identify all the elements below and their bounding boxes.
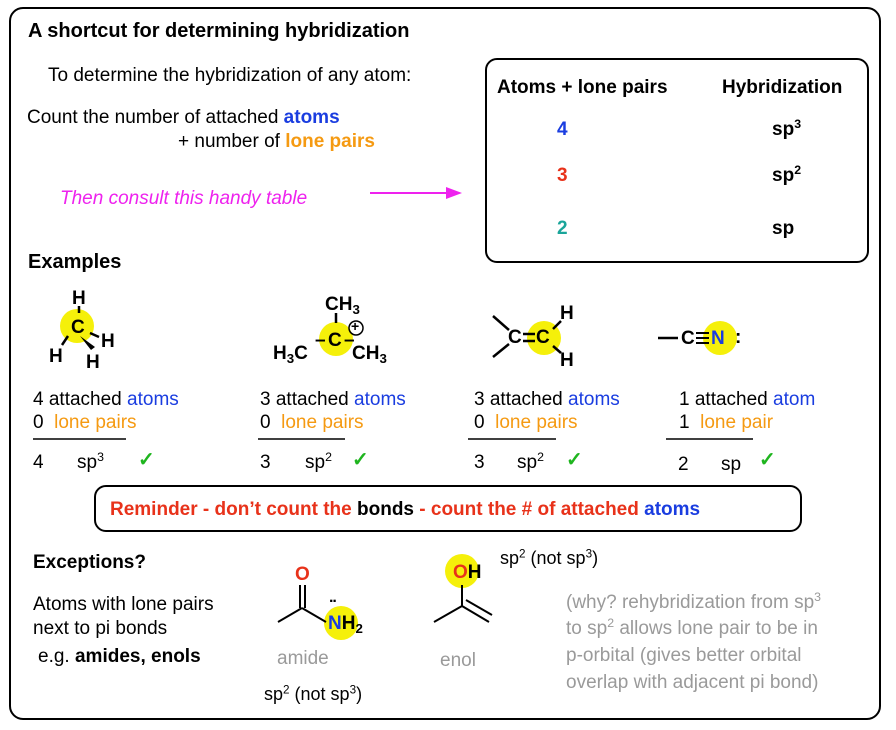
example2-total: 3 (260, 452, 271, 473)
example3-total: 3 (474, 452, 485, 473)
enol-hyb: sp2 (not sp3) (500, 547, 599, 568)
amide-o: O (295, 564, 310, 585)
table-col2-header: Hybridization (722, 77, 843, 98)
example4-check: ✓ (759, 449, 776, 471)
table-row-hyb: sp (772, 218, 795, 239)
nitrile-c: C (681, 328, 695, 349)
methane-bond-left (60, 335, 70, 346)
alkene-bond-h-up (552, 320, 562, 330)
amide-highlight (324, 606, 358, 640)
main-frame (9, 7, 881, 720)
exceptions-line1: Atoms with lone pairs (33, 594, 214, 615)
example1-lone: 0 lone pairs (33, 412, 137, 433)
nitrile-lone-pair: : (735, 327, 742, 348)
example3-lone: 0 lone pairs (474, 412, 578, 433)
example1-hyb: sp3 (77, 450, 104, 473)
cation-highlight (319, 322, 353, 356)
nitrile-n: N (711, 328, 725, 349)
examples-heading: Examples (28, 251, 122, 273)
example4-total: 2 (678, 454, 689, 475)
example3-atoms: 3 attached atoms (474, 389, 620, 410)
count-line: Count the number of attached atoms (27, 107, 340, 129)
nitrile-highlight (703, 321, 737, 355)
enol-bond-1 (433, 605, 463, 623)
amide-nh2: NH2 (328, 613, 363, 636)
enol-double-2 (465, 599, 493, 616)
enol-label: enol (440, 650, 476, 671)
table-col1-header: Atoms + lone pairs (497, 77, 668, 98)
table-row-hyb: sp3 (772, 117, 802, 140)
methane-h-left: H (49, 346, 63, 367)
example3-check: ✓ (566, 449, 583, 471)
example2-lone: 0 lone pairs (260, 412, 364, 433)
example2-atoms: 3 attached atoms (260, 389, 406, 410)
methane-h-top: H (72, 288, 86, 309)
why-line3: p-orbital (gives better orbital (566, 645, 802, 666)
page-title: A shortcut for determining hybridization (28, 20, 410, 42)
example1-check: ✓ (138, 449, 155, 471)
hybridization-table (485, 58, 869, 263)
table-row-hyb: sp2 (772, 163, 802, 186)
plus-line: + number of lone pairs (178, 131, 375, 153)
methane-c: C (71, 317, 85, 338)
enol-oh: OH (453, 562, 482, 583)
enol-double-1 (461, 605, 490, 623)
alkene-bond-h-down (552, 345, 562, 354)
count-atoms: atoms (283, 107, 340, 128)
enol-highlight (445, 554, 479, 588)
methane-wedge (80, 336, 95, 350)
example4-hyb: sp (721, 454, 742, 475)
alkene-c2: C (536, 327, 550, 348)
methane-highlight (60, 309, 94, 343)
plus-prefix: + number of (178, 131, 286, 152)
amide-hyb: sp2 (not sp3) (264, 683, 363, 704)
why-line4: overlap with adjacent pi bond) (566, 672, 819, 693)
amide-lone-pair: ·· (329, 593, 338, 610)
cation-charge-circle (348, 320, 364, 336)
reminder-text: Reminder - don’t count the bonds - count… (110, 499, 701, 520)
cation-c: C (328, 330, 342, 351)
alkene-bond-down (492, 343, 510, 358)
cation-ch3-right: CH3 (352, 343, 387, 366)
count-prefix: Count the number of attached (27, 107, 284, 128)
exceptions-eg: e.g. amides, enols (38, 646, 201, 667)
example1-atoms: 4 attached atoms (33, 389, 179, 410)
table-row-count: 3 (557, 165, 568, 186)
methane-h-bottom: H (86, 352, 100, 373)
consult-text: Then consult this handy table (60, 188, 308, 209)
plus-lone: lone pairs (285, 131, 375, 152)
methane-h-right: H (101, 331, 115, 352)
alkene-h-bottom: H (560, 350, 574, 371)
consult-arrow-head (446, 187, 462, 199)
example3-hyb: sp2 (517, 450, 544, 473)
table-row-count: 2 (557, 218, 568, 239)
methane-bond-right (89, 331, 100, 339)
cation-ch3-top: CH3 (325, 294, 360, 317)
alkene-c1: C (508, 327, 522, 348)
cation-dash-left: – (315, 330, 326, 351)
alkene-highlight (527, 321, 561, 355)
why-line2: to sp2 allows lone pair to be in (566, 616, 818, 639)
amide-label: amide (277, 648, 329, 669)
exceptions-heading: Exceptions? (33, 552, 146, 573)
exceptions-line2: next to pi bonds (33, 618, 168, 639)
example4-lone: 1 lone pair (679, 412, 774, 433)
alkene-bond-up (492, 315, 510, 331)
why-line1: (why? rehybridization from sp3 (566, 590, 822, 613)
amide-bond-2 (301, 607, 327, 623)
amide-bond-1 (277, 607, 303, 623)
cation-h3c: H3C (273, 343, 308, 366)
example2-check: ✓ (352, 449, 369, 471)
example2-hyb: sp2 (305, 450, 332, 473)
cation-plus: + (351, 318, 360, 334)
intro-line: To determine the hybridization of any at… (48, 65, 412, 86)
alkene-h-top: H (560, 303, 574, 324)
table-row-count: 4 (557, 119, 568, 140)
cation-dash-right: – (344, 330, 355, 351)
example1-total: 4 (33, 452, 44, 473)
example4-atoms: 1 attached atom (679, 389, 816, 410)
reminder-box (94, 485, 802, 532)
